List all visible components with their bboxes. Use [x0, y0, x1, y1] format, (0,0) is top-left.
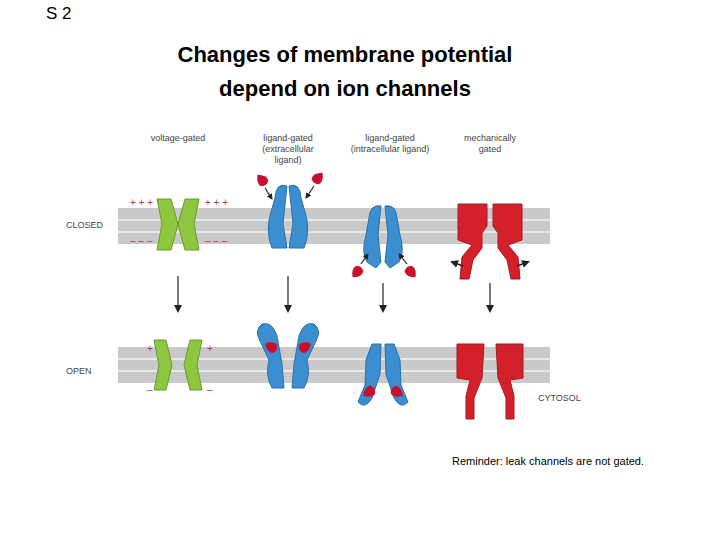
channel-half: [154, 340, 172, 390]
transition-arrows: [178, 276, 490, 311]
binding-arrow: [399, 254, 407, 264]
channel-half: [184, 340, 202, 390]
ligand-ext-open: [257, 324, 318, 389]
mechanical-open: [457, 344, 523, 419]
channel-half: [496, 344, 523, 419]
note: Reminder: leak channels are not gated.: [452, 455, 644, 467]
channel-half: [458, 204, 487, 279]
pull-arrow: [452, 262, 463, 266]
channel-half: [289, 185, 308, 248]
charge-sign: + + +: [130, 197, 153, 208]
charge-sign: +: [147, 343, 153, 354]
channel-half: [493, 204, 522, 279]
ligand: [262, 339, 279, 355]
ligand-int-open: [358, 344, 408, 405]
ligand-ext-closed: [254, 169, 327, 248]
ligand: [297, 339, 314, 355]
ligand: [389, 384, 406, 400]
membrane-stripe: [118, 370, 550, 372]
channel-half: [178, 199, 199, 250]
column-header: mechanically gated: [457, 133, 523, 155]
channel-half: [358, 344, 381, 405]
state-label: CLOSED: [66, 220, 103, 230]
channel-half: [457, 344, 484, 419]
channel-half: [257, 324, 284, 389]
channel-half: [268, 185, 287, 248]
column-header: ligand-gated (intracellular ligand): [350, 133, 430, 155]
slide-title: Changes of membrane potential depend on …: [160, 38, 530, 106]
pull-arrow: [517, 262, 528, 266]
binding-arrow: [306, 186, 314, 198]
membrane-open: [118, 347, 550, 383]
charge-sign: – – –: [130, 235, 152, 246]
transition-arrow: [177, 276, 178, 311]
channel-half: [364, 206, 381, 268]
ligand: [254, 171, 270, 188]
channel-half: [292, 324, 319, 389]
slide-number: S 2: [46, 4, 72, 24]
transition-arrow: [382, 283, 383, 311]
charge-sign: +: [207, 343, 213, 354]
ligand: [360, 384, 377, 400]
compartment-label: CYTOSOL: [538, 393, 581, 403]
transition-arrow: [287, 276, 288, 311]
transition-arrow: [489, 283, 490, 311]
ligand-int-closed: [349, 206, 420, 281]
binding-arrow: [361, 254, 368, 264]
ligand: [349, 264, 365, 281]
charge-sign: –: [147, 384, 153, 395]
charge-sign: – – –: [205, 235, 227, 246]
channel-half: [157, 199, 178, 250]
voltage-channel-open: [154, 340, 202, 390]
charge-sign: + + +: [205, 197, 228, 208]
channel-half: [385, 344, 408, 405]
membrane-band: [118, 347, 550, 383]
channel-half: [385, 206, 402, 268]
column-header: voltage-gated: [150, 133, 206, 144]
column-header: ligand-gated (extracellular ligand): [248, 133, 328, 166]
state-label: OPEN: [66, 366, 92, 376]
charge-sign: –: [207, 384, 213, 395]
mechanical-closed: [452, 204, 528, 279]
membrane-stripe: [118, 358, 550, 360]
ligand: [310, 169, 326, 186]
binding-arrow: [265, 188, 272, 199]
voltage-channel-closed: [157, 199, 199, 250]
ligand: [403, 264, 419, 281]
